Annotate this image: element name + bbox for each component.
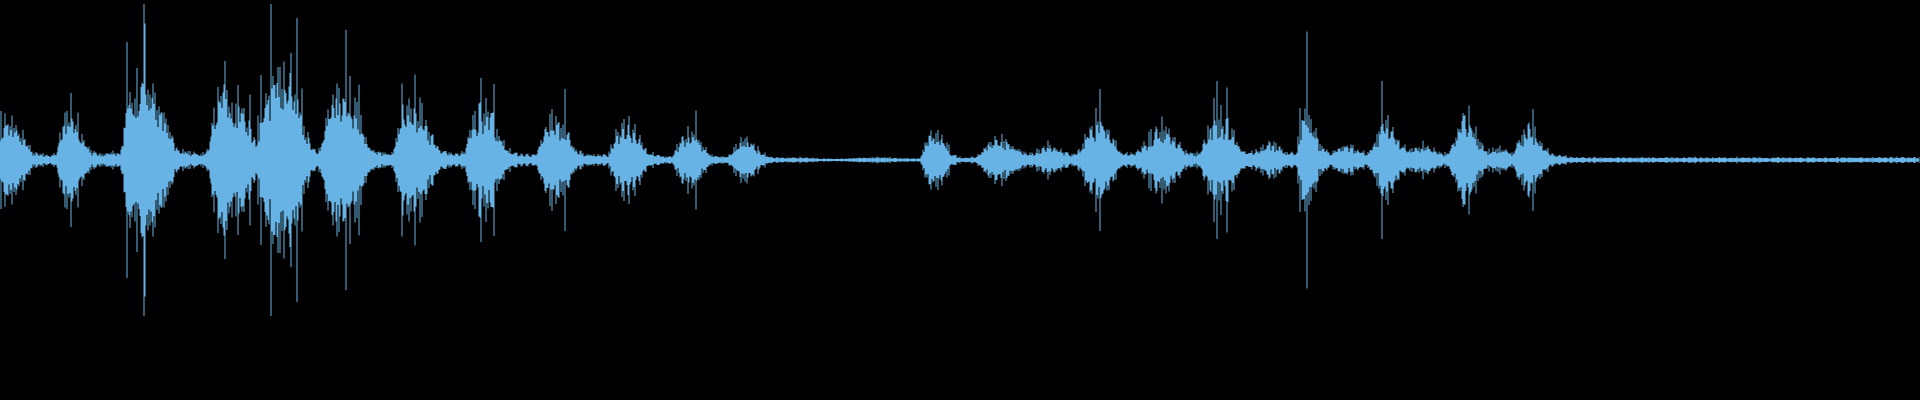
waveform-trace: [0, 4, 1920, 316]
waveform-bars: [0, 4, 1920, 316]
